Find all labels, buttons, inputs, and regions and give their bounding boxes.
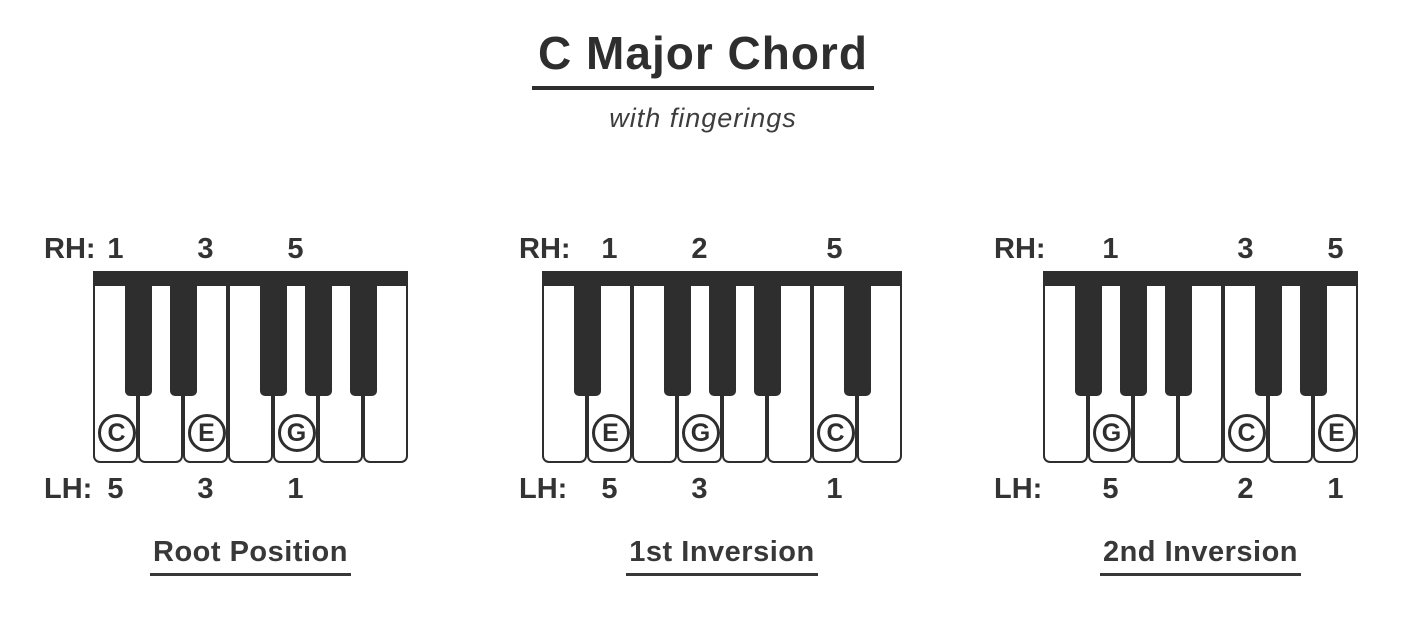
note-label-circle: E bbox=[1317, 414, 1356, 452]
keyboard-top-rail bbox=[1043, 271, 1358, 286]
note-label-circle: G bbox=[681, 414, 720, 452]
page-subtitle: with fingerings bbox=[609, 102, 797, 133]
diagram-caption: 1st Inversion bbox=[626, 536, 818, 576]
rh-finger-number: 3 bbox=[1237, 233, 1254, 265]
rh-label: RH: bbox=[994, 233, 1046, 265]
keyboard-top-rail bbox=[93, 271, 408, 286]
black-key bbox=[170, 285, 197, 396]
rh-finger-number: 1 bbox=[601, 233, 618, 265]
diagram-caption: 2nd Inversion bbox=[1099, 536, 1302, 576]
black-key bbox=[1165, 285, 1192, 396]
note-label-circle: C bbox=[97, 414, 136, 452]
page-title: C Major Chord bbox=[532, 28, 874, 90]
lh-label: LH: bbox=[519, 473, 568, 505]
rh-finger-number: 1 bbox=[107, 233, 124, 265]
note-label-circle: E bbox=[187, 414, 226, 452]
caption-row: 2nd Inversion bbox=[1043, 536, 1358, 576]
rh-finger-number: 2 bbox=[691, 233, 708, 265]
page-header: C Major Chord with fingerings bbox=[0, 28, 1406, 134]
note-label-circle: E bbox=[591, 414, 630, 452]
black-key bbox=[754, 285, 781, 396]
black-key bbox=[260, 285, 287, 396]
rh-finger-number: 5 bbox=[1327, 233, 1344, 265]
black-key bbox=[1120, 285, 1147, 396]
lh-finger-number: 2 bbox=[1237, 473, 1254, 505]
rh-label: RH: bbox=[519, 233, 571, 265]
rh-finger-number: 5 bbox=[287, 233, 304, 265]
note-label-circle: C bbox=[816, 414, 855, 452]
note-label-circle: C bbox=[1227, 414, 1266, 452]
rh-finger-number: 1 bbox=[1102, 233, 1119, 265]
rh-finger-row: RH: 1 3 5 bbox=[44, 233, 408, 265]
diagram-2nd-inversion: RH: 1 3 5 G C E LH: 5 2 1 2nd Inversion bbox=[994, 233, 1358, 576]
black-key bbox=[1075, 285, 1102, 396]
note-label-circle: G bbox=[1092, 414, 1131, 452]
lh-label: LH: bbox=[994, 473, 1043, 505]
lh-finger-number: 1 bbox=[1327, 473, 1344, 505]
black-key bbox=[1300, 285, 1327, 396]
lh-finger-number: 3 bbox=[691, 473, 708, 505]
diagram-root-position: RH: 1 3 5 C E G LH: 5 3 1 Root Position bbox=[44, 233, 408, 576]
black-key bbox=[125, 285, 152, 396]
rh-finger-row: RH: 1 2 5 bbox=[519, 233, 902, 265]
black-key bbox=[844, 285, 871, 396]
rh-label: RH: bbox=[44, 233, 96, 265]
black-key bbox=[709, 285, 736, 396]
lh-label: LH: bbox=[44, 473, 93, 505]
diagram-1st-inversion: RH: 1 2 5 E G C LH: 5 3 1 1st Inversion bbox=[519, 233, 902, 576]
lh-finger-row: LH: 5 3 1 bbox=[519, 473, 902, 505]
keyboard-top-rail bbox=[542, 271, 902, 286]
black-key bbox=[350, 285, 377, 396]
lh-finger-number: 1 bbox=[287, 473, 304, 505]
lh-finger-row: LH: 5 2 1 bbox=[994, 473, 1358, 505]
diagram-caption: Root Position bbox=[150, 536, 351, 576]
black-key bbox=[574, 285, 601, 396]
caption-row: Root Position bbox=[93, 536, 408, 576]
lh-finger-number: 5 bbox=[1102, 473, 1119, 505]
black-key bbox=[1255, 285, 1282, 396]
rh-finger-number: 3 bbox=[197, 233, 214, 265]
rh-finger-row: RH: 1 3 5 bbox=[994, 233, 1358, 265]
note-label-circle: G bbox=[277, 414, 316, 452]
lh-finger-number: 1 bbox=[826, 473, 843, 505]
black-key bbox=[664, 285, 691, 396]
lh-finger-number: 5 bbox=[601, 473, 618, 505]
lh-finger-row: LH: 5 3 1 bbox=[44, 473, 408, 505]
black-key bbox=[305, 285, 332, 396]
caption-row: 1st Inversion bbox=[542, 536, 902, 576]
lh-finger-number: 3 bbox=[197, 473, 214, 505]
rh-finger-number: 5 bbox=[826, 233, 843, 265]
lh-finger-number: 5 bbox=[107, 473, 124, 505]
